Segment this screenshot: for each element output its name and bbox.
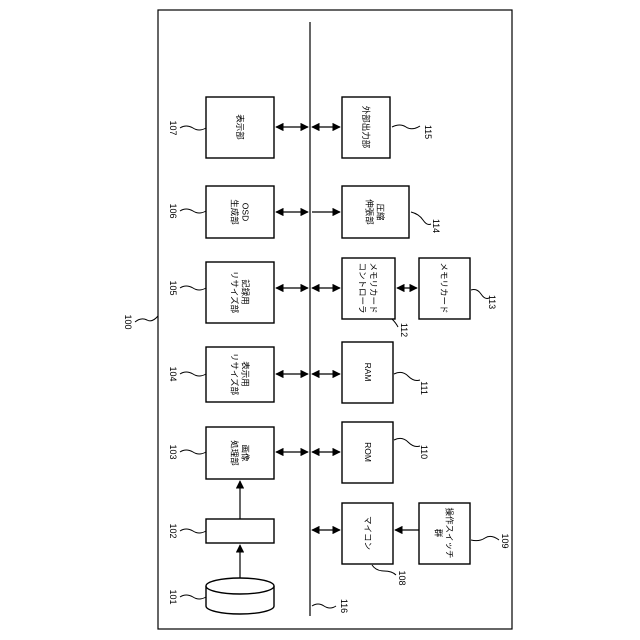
- ref-114: 114: [431, 219, 441, 233]
- leader-114: [411, 212, 431, 225]
- leader-116: [312, 604, 336, 608]
- block-102: [206, 519, 274, 543]
- leader-100: [135, 316, 158, 322]
- ref-110: 110: [419, 445, 429, 459]
- display-resize-block: 表示用リサイズ部: [206, 347, 274, 402]
- osd-generator-block: OSD生成部: [206, 186, 274, 238]
- ref-105: 105: [168, 280, 178, 295]
- recording-resize-block: 記録用リサイズ部: [206, 262, 274, 323]
- rom-block: ROM: [342, 422, 393, 483]
- ref-106: 106: [168, 203, 178, 218]
- leader-109: [471, 536, 499, 540]
- leader-107: [180, 126, 206, 130]
- lens-cylinder-101: [206, 578, 274, 614]
- image-processing-block: 画像処理部: [206, 427, 274, 479]
- ref-115: 115: [423, 125, 433, 139]
- leader-108: [372, 565, 396, 575]
- leader-102: [180, 529, 206, 533]
- ref-103: 103: [168, 444, 178, 459]
- ref-100: 100: [123, 314, 133, 329]
- microcomputer-label: マイコン: [363, 516, 373, 550]
- leader-112: [392, 319, 398, 327]
- ram-block: RAM: [342, 342, 393, 403]
- leader-105: [180, 286, 206, 290]
- leader-113: [471, 290, 489, 299]
- ref-112: 112: [399, 323, 409, 337]
- leader-111: [394, 372, 420, 380]
- memory-card-controller-label: メモリカードコントローラ: [358, 262, 379, 313]
- ref-102: 102: [168, 523, 178, 538]
- external-output-block: 外部出力部: [342, 97, 390, 158]
- ref-111: 111: [419, 381, 429, 395]
- leader-103: [180, 450, 206, 454]
- memory-card-block: メモリカード: [419, 258, 470, 319]
- display-unit-label: 表示部: [235, 114, 245, 140]
- leader-110: [394, 438, 420, 446]
- ref-109: 109: [500, 533, 510, 548]
- ref-104: 104: [168, 366, 178, 381]
- microcomputer-block: マイコン: [342, 503, 393, 564]
- rom-label: ROM: [363, 442, 373, 462]
- leader-115: [392, 125, 420, 129]
- compression-block: 圧縮伸張部: [342, 186, 409, 238]
- leader-104: [180, 372, 206, 376]
- memory-card-label: メモリカード: [439, 262, 449, 313]
- ref-113: 113: [487, 295, 497, 309]
- display-unit-block: 表示部: [206, 97, 274, 158]
- leader-106: [180, 209, 206, 213]
- external-output-label: 外部出力部: [361, 106, 371, 149]
- operation-switch-block: 操作スイッチ群: [419, 503, 470, 564]
- ram-label: RAM: [363, 363, 373, 382]
- leader-101: [180, 595, 206, 599]
- ref-107: 107: [168, 120, 178, 135]
- ref-108: 108: [397, 570, 407, 585]
- ref-116: 116: [339, 599, 349, 613]
- ref-101: 101: [168, 589, 178, 604]
- memory-card-controller-block: メモリカードコントローラ: [342, 258, 395, 319]
